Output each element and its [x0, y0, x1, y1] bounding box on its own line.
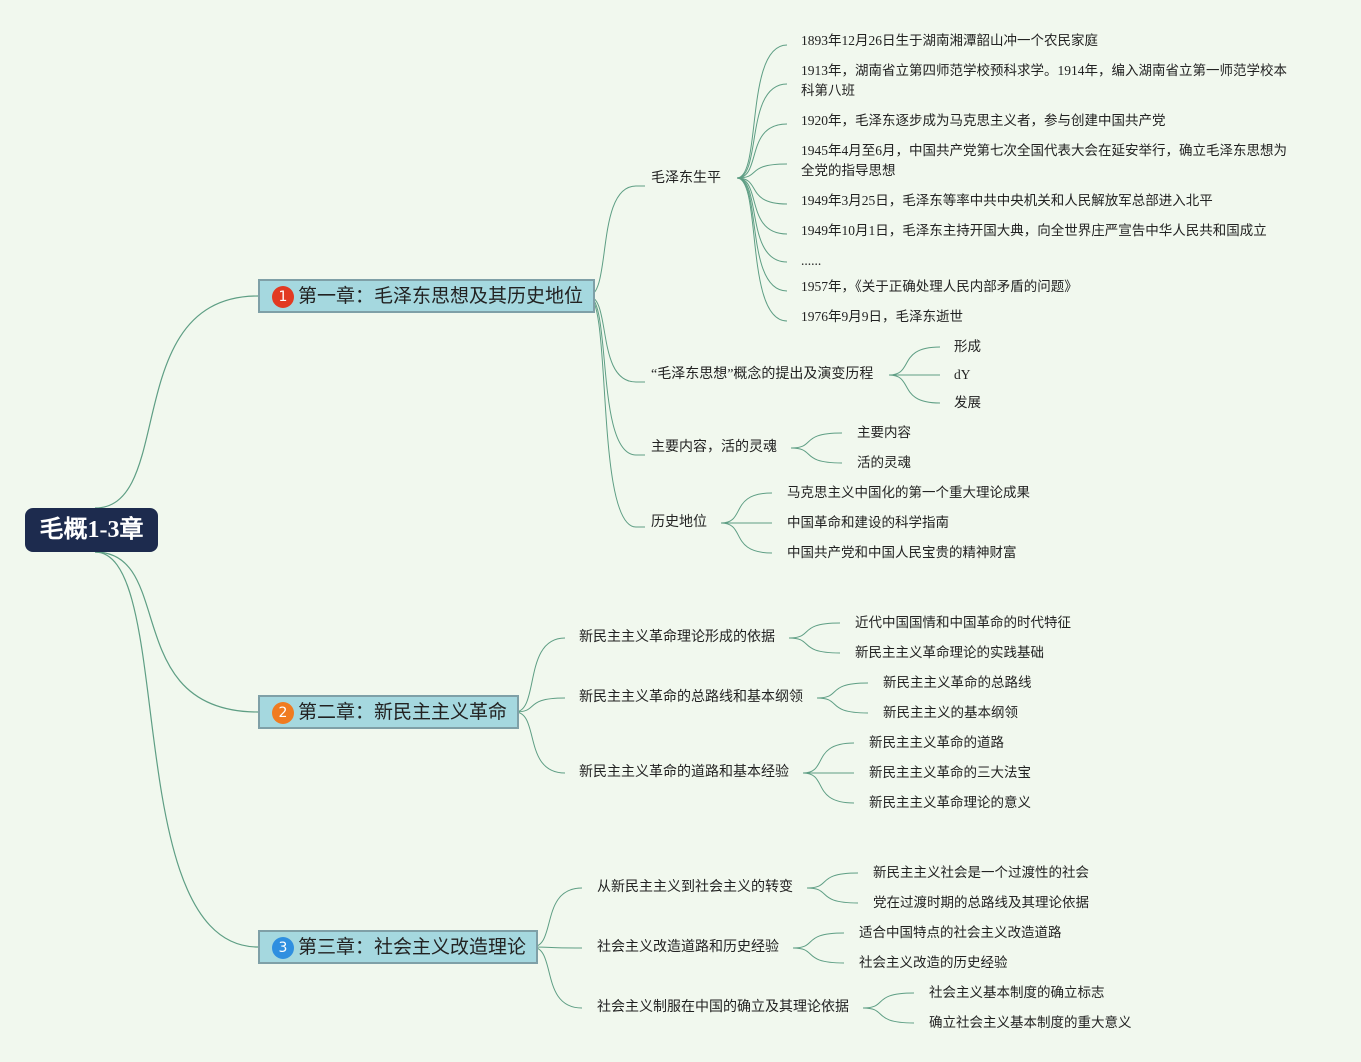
number-1-badge-icon: 1: [272, 286, 294, 308]
connector-line: [94, 551, 259, 948]
topic-node[interactable]: 社会主义改造道路和历史经验: [597, 940, 779, 955]
number-3-badge-icon: 3: [272, 937, 294, 959]
connector-line: [514, 697, 566, 713]
connector-line: [736, 83, 788, 179]
leaf-node[interactable]: 马克思主义中国化的第一个重大理论成果: [787, 485, 1030, 500]
leaf-node[interactable]: dY: [954, 367, 971, 382]
leaf-node[interactable]: 1920年，毛泽东逐步成为马克思主义者，参与创建中国共产党: [801, 113, 1166, 128]
leaf-node[interactable]: 1949年3月25日，毛泽东等率中共中央机关和人民解放军总部进入北平: [801, 193, 1213, 208]
leaf-node[interactable]: 近代中国国情和中国革命的时代特征: [855, 615, 1071, 630]
connector-line: [514, 637, 566, 713]
leaf-node[interactable]: 1893年12月26日生于湖南湘潭韶山冲一个农民家庭: [801, 33, 1098, 48]
chapter-title: 第二章：新民主主义革命: [298, 701, 508, 723]
leaf-node[interactable]: 社会主义基本制度的确立标志: [929, 985, 1105, 1000]
topic-node[interactable]: 新民主主义革命的道路和基本经验: [579, 765, 789, 780]
connector-line: [790, 447, 843, 464]
leaf-node[interactable]: 确立社会主义基本制度的重大意义: [929, 1015, 1132, 1030]
chapter-title: 第一章：毛泽东思想及其历史地位: [298, 285, 584, 307]
root-node[interactable]: 毛概1-3章: [25, 508, 158, 552]
connector-line: [720, 522, 773, 554]
leaf-node[interactable]: 1949年10月1日，毛泽东主持开国大典，向全世界庄严宣告中华人民共和国成立: [801, 223, 1267, 238]
connector-line: [531, 946, 583, 1009]
topic-node[interactable]: “毛泽东思想”概念的提出及演变历程: [651, 367, 874, 382]
connector-line: [802, 742, 855, 774]
topic-node[interactable]: 从新民主主义到社会主义的转变: [597, 880, 793, 895]
connector-line: [736, 163, 788, 179]
topic-node[interactable]: 新民主主义革命理论形成的依据: [579, 630, 775, 645]
leaf-node[interactable]: 党在过渡时期的总路线及其理论依据: [873, 895, 1089, 910]
connector-line: [788, 622, 841, 639]
connector-line: [888, 346, 941, 376]
leaf-node[interactable]: 中国革命和建设的科学指南: [787, 515, 949, 530]
connector-line: [862, 992, 915, 1009]
connector-line: [816, 697, 869, 714]
topic-node[interactable]: 新民主主义革命的总路线和基本纲领: [579, 690, 803, 705]
number-2-badge-icon: 2: [272, 702, 294, 724]
leaf-node[interactable]: 活的灵魂: [857, 455, 911, 470]
connector-line: [816, 682, 869, 699]
connector-line: [736, 177, 788, 205]
connector-line: [790, 432, 843, 449]
leaf-node[interactable]: ......: [801, 253, 822, 268]
leaf-node[interactable]: 新民主主义革命的道路: [869, 735, 1004, 750]
connector-line: [806, 887, 859, 904]
topic-node[interactable]: 毛泽东生平: [651, 171, 721, 186]
connector-line: [888, 374, 941, 404]
leaf-node[interactable]: 1957年，《关于正确处理人民内部矛盾的问题》: [801, 279, 1078, 294]
leaf-node[interactable]: 新民主主义革命理论的意义: [869, 795, 1031, 810]
connector-line: [862, 1007, 915, 1024]
connector-line: [792, 932, 845, 949]
connector-line: [792, 947, 845, 964]
leaf-node[interactable]: 新民主主义革命的总路线: [883, 675, 1032, 690]
leaf-node[interactable]: 新民主主义革命理论的实践基础: [855, 645, 1044, 660]
connector-line: [587, 185, 637, 297]
connector-line: [736, 177, 788, 235]
connector-line: [94, 551, 259, 713]
connector-line: [788, 637, 841, 654]
connector-line: [531, 946, 583, 949]
connector-line: [94, 295, 259, 509]
leaf-node[interactable]: 1976年9月9日，毛泽东逝世: [801, 309, 963, 324]
connector-line: [736, 123, 788, 179]
leaf-node[interactable]: 适合中国特点的社会主义改造道路: [859, 925, 1062, 940]
leaf-node[interactable]: 新民主主义社会是一个过渡性的社会: [873, 865, 1089, 880]
leaf-node[interactable]: 新民主主义革命的三大法宝: [869, 765, 1031, 780]
connector-line: [736, 177, 788, 292]
topic-node[interactable]: 主要内容，活的灵魂: [651, 440, 777, 455]
connector-line: [736, 177, 788, 263]
connector-line: [587, 295, 637, 528]
leaf-node[interactable]: 发展: [954, 395, 981, 410]
leaf-node[interactable]: 社会主义改造的历史经验: [859, 955, 1008, 970]
leaf-node[interactable]: 新民主主义的基本纲领: [883, 705, 1018, 720]
connector-line: [587, 295, 637, 383]
connector-line: [736, 44, 788, 179]
leaf-node[interactable]: 中国共产党和中国人民宝贵的精神财富: [787, 545, 1017, 560]
leaf-node[interactable]: 形成: [954, 339, 981, 354]
topic-node[interactable]: 历史地位: [651, 515, 707, 530]
connector-line: [802, 772, 855, 804]
connector-line: [736, 177, 788, 322]
connector-line: [514, 711, 566, 774]
leaf-node[interactable]: 主要内容: [857, 425, 911, 440]
connector-line: [587, 295, 637, 456]
connector-line: [531, 887, 583, 948]
chapter-title: 第三章：社会主义改造理论: [298, 936, 527, 958]
leaf-node[interactable]: 1913年，湖南省立第四师范学校预科求学。1914年，编入湖南省立第一师范学校本…: [801, 63, 1287, 98]
topic-node[interactable]: 社会主义制服在中国的确立及其理论依据: [597, 1000, 849, 1015]
leaf-node[interactable]: 1945年4月至6月，中国共产党第七次全国代表大会在延安举行，确立毛泽东思想为全…: [801, 143, 1287, 178]
connector-line: [806, 872, 859, 889]
connector-line: [720, 492, 773, 524]
